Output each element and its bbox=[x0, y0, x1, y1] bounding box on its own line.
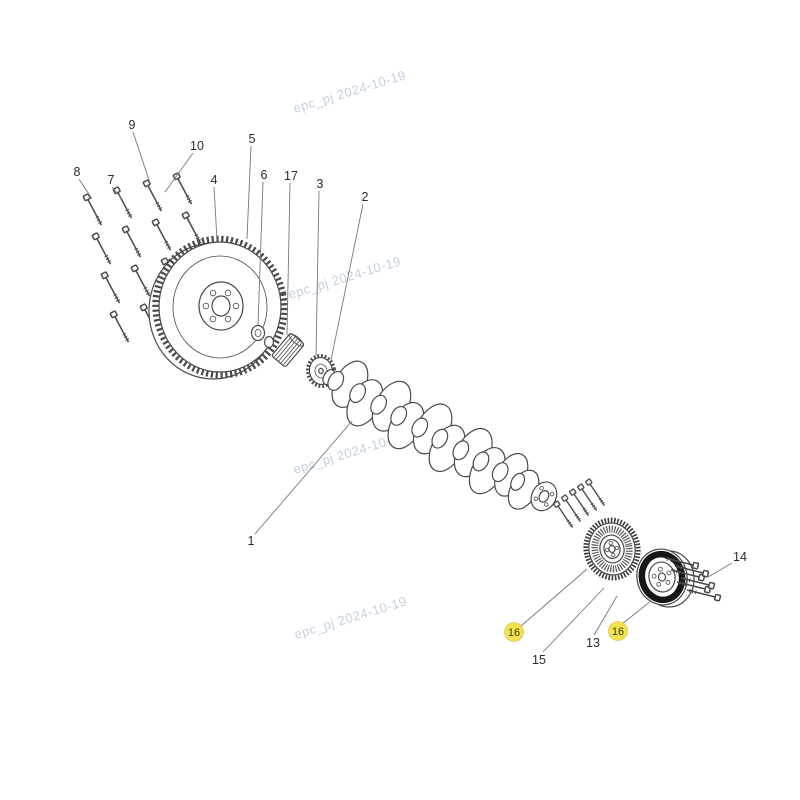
callout-15[interactable]: 15 bbox=[532, 653, 546, 667]
callout-16-highlighted[interactable]: 16 bbox=[608, 621, 628, 641]
crankshaft-flange bbox=[530, 481, 558, 512]
callout-10[interactable]: 10 bbox=[190, 139, 204, 153]
callout-17[interactable]: 17 bbox=[284, 169, 298, 183]
washer bbox=[250, 324, 275, 349]
callout-16-left[interactable]: 16 bbox=[508, 627, 520, 639]
watermarks: epc_pj 2024-10-19 epc_pj 2024-10-19 epc_… bbox=[286, 67, 408, 642]
flywheel bbox=[148, 235, 288, 380]
callout-6[interactable]: 6 bbox=[261, 168, 268, 182]
callout-1[interactable]: 1 bbox=[248, 534, 255, 548]
flywheel-center-hole bbox=[211, 295, 231, 317]
flywheel-face-circle bbox=[172, 255, 268, 359]
callout-16-highlighted[interactable]: 16 bbox=[504, 622, 524, 642]
callout-9[interactable]: 9 bbox=[129, 118, 136, 132]
damper-gear bbox=[583, 517, 641, 581]
callout-16-right[interactable]: 16 bbox=[612, 626, 624, 638]
crankshaft-pulley bbox=[636, 548, 695, 608]
callouts: 9 10 8 7 4 5 6 17 3 2 1 15 13 14 16 16 bbox=[74, 118, 747, 667]
highlight-badge[interactable] bbox=[504, 622, 524, 642]
highlight-badge[interactable] bbox=[608, 621, 628, 641]
callout-7[interactable]: 7 bbox=[108, 173, 115, 187]
splined-hub bbox=[271, 333, 305, 367]
watermark-text: epc_pj 2024-10-19 bbox=[292, 593, 408, 642]
callout-3[interactable]: 3 bbox=[317, 177, 324, 191]
crankshaft bbox=[322, 360, 558, 512]
ring-gear-teeth bbox=[152, 235, 288, 379]
callout-5[interactable]: 5 bbox=[249, 132, 256, 146]
callout-13[interactable]: 13 bbox=[586, 636, 600, 650]
callout-8[interactable]: 8 bbox=[74, 165, 81, 179]
leader-lines bbox=[78, 131, 733, 653]
callout-2[interactable]: 2 bbox=[362, 190, 369, 204]
callout-14[interactable]: 14 bbox=[733, 550, 747, 564]
callout-4[interactable]: 4 bbox=[211, 173, 218, 187]
watermark-text: epc_pj 2024-10-19 bbox=[291, 67, 407, 116]
